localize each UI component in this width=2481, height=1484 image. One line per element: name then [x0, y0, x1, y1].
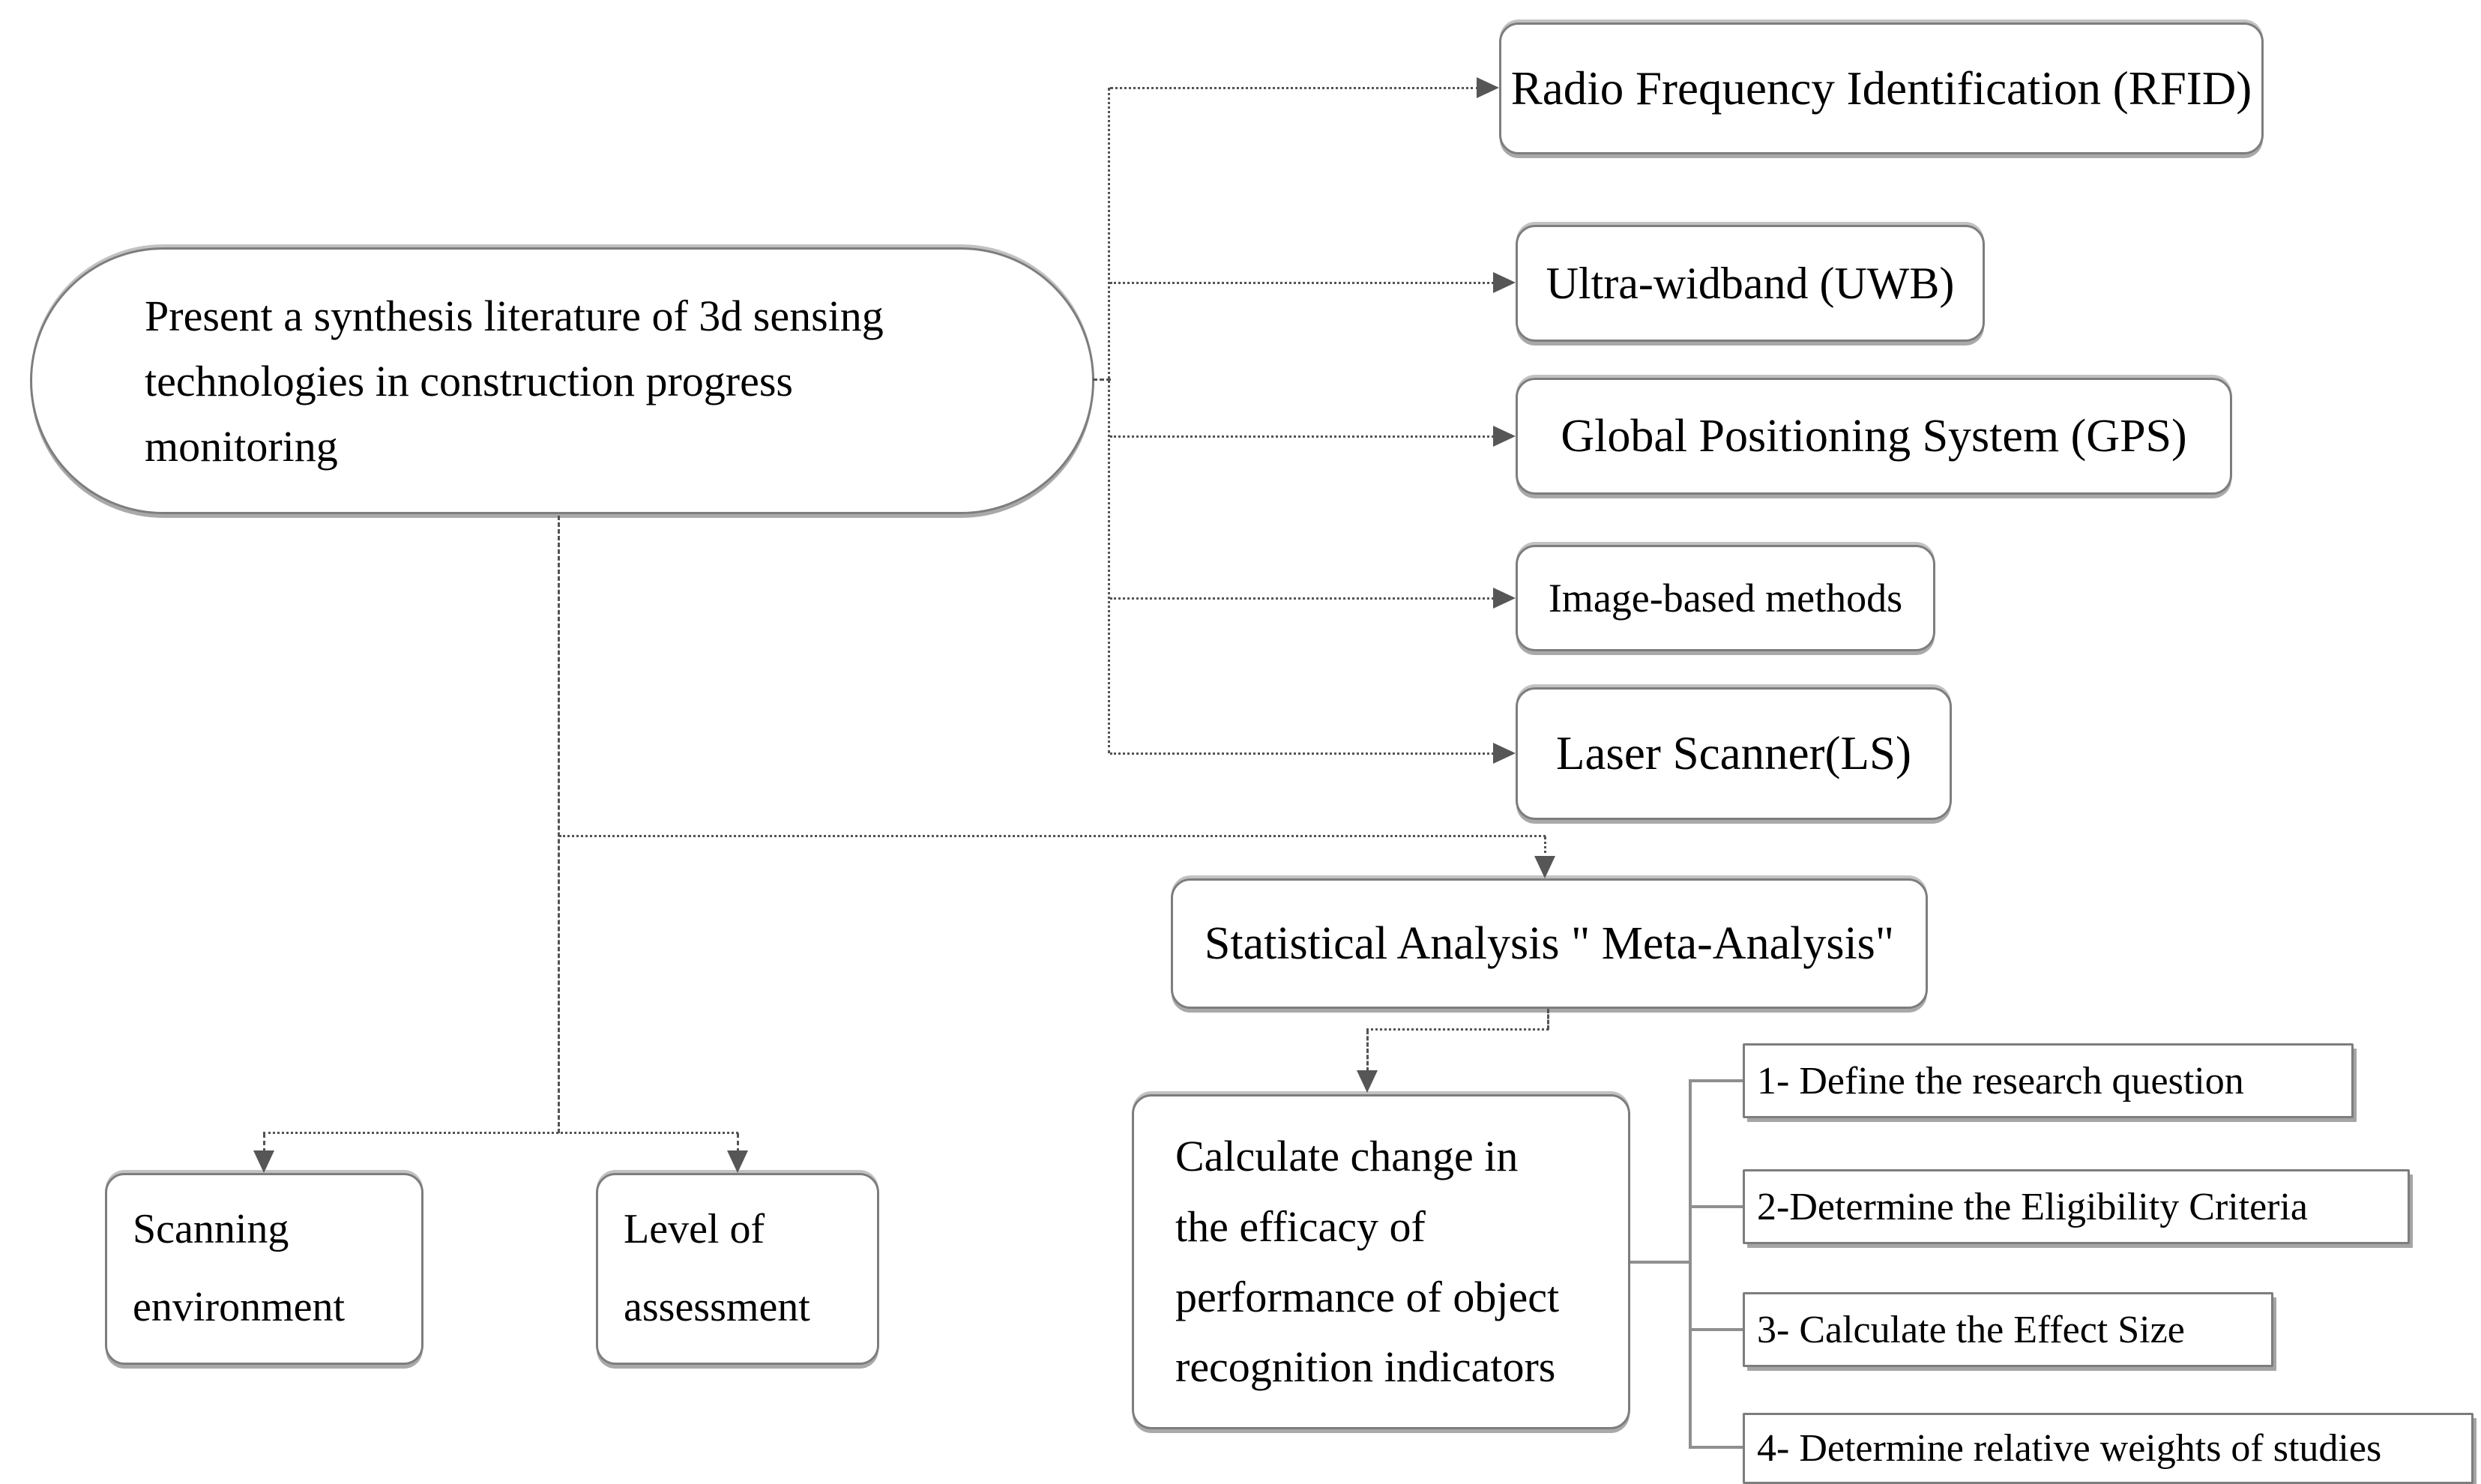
tech-box-uwb-label: Ultra-widband (UWB) [1546, 258, 1955, 308]
scanning-environment-line: Scanning [133, 1206, 289, 1253]
bracket-branch-step3 [1689, 1328, 1743, 1331]
connector-branch-image-based [1110, 597, 1494, 600]
level-of-assessment-line: assessment [624, 1284, 810, 1330]
connector-level-drop [737, 1133, 739, 1153]
meta-step-1: 1- Define the research question [1743, 1043, 2354, 1118]
tech-box-rfid: Radio Frequency Identification (RFID) [1499, 22, 2264, 154]
bracket-branch-step2 [1689, 1205, 1743, 1208]
connector-statistical-down [1547, 1009, 1549, 1030]
connector-root-down [558, 516, 560, 1133]
level-of-assessment-line: Level of [624, 1206, 765, 1253]
connector-branch-uwb [1110, 282, 1494, 284]
calculate-change-line: the efficacy of [1175, 1201, 1426, 1251]
scanning-environment-node: Scanning environment [105, 1173, 423, 1365]
bracket-stub-calculate [1630, 1261, 1690, 1264]
tech-box-rfid-label: Radio Frequency Identification (RFID) [1510, 61, 2252, 115]
calculate-change-line: performance of object [1175, 1272, 1560, 1321]
bracket-trunk [1689, 1079, 1692, 1449]
calculate-change-node: Calculate change in the efficacy of perf… [1132, 1094, 1630, 1429]
root-node-line: monitoring [145, 421, 338, 471]
tech-box-gps-label: Global Positioning System (GPS) [1561, 410, 2187, 462]
bracket-branch-step4 [1689, 1446, 1743, 1449]
tech-box-laser-scanner: Laser Scanner(LS) [1516, 687, 1952, 820]
meta-step-2: 2-Determine the Eligibility Criteria [1743, 1169, 2410, 1244]
arrowhead-calculate [1357, 1070, 1378, 1093]
arrowhead-image-based [1493, 588, 1516, 609]
connector-branch-laser [1110, 752, 1494, 755]
tech-box-uwb: Ultra-widband (UWB) [1516, 225, 1985, 342]
connector-branch-gps [1110, 435, 1494, 438]
arrowhead-scanning [253, 1150, 274, 1173]
statistical-analysis-label: Statistical Analysis " Meta-Analysis" [1204, 917, 1895, 969]
calculate-change-line: Calculate change in [1175, 1131, 1519, 1180]
connector-calculate-drop [1366, 1030, 1369, 1072]
statistical-analysis-node: Statistical Analysis " Meta-Analysis" [1171, 878, 1928, 1009]
bracket-branch-step1 [1689, 1079, 1743, 1082]
tech-box-gps: Global Positioning System (GPS) [1516, 378, 2232, 495]
tech-box-image-based-label: Image-based methods [1548, 576, 1903, 621]
arrowhead-rfid [1477, 77, 1499, 98]
arrowhead-level [727, 1150, 748, 1173]
connector-scanning-drop [263, 1133, 265, 1153]
arrowhead-laser [1493, 743, 1516, 764]
arrowhead-statistical [1534, 856, 1555, 878]
root-node-line: Present a synthesis literature of 3d sen… [145, 291, 884, 340]
connector-root-to-trunk [1093, 378, 1111, 381]
meta-step-4-label: 4- Determine relative weights of studies [1757, 1427, 2382, 1470]
connector-tech-trunk [1108, 88, 1110, 753]
meta-step-3-label: 3- Calculate the Effect Size [1757, 1308, 2185, 1351]
connector-statistical-left [1366, 1028, 1549, 1031]
connector-to-statistical-drop [1544, 836, 1546, 859]
scanning-environment-line: environment [133, 1284, 346, 1330]
calculate-change-line: recognition indicators [1175, 1342, 1556, 1392]
tech-box-laser-scanner-label: Laser Scanner(LS) [1555, 727, 1912, 779]
meta-step-2-label: 2-Determine the Eligibility Criteria [1757, 1185, 2309, 1228]
connector-to-statistical [559, 835, 1546, 837]
connector-dimensions-split [263, 1132, 738, 1134]
arrowhead-gps [1493, 426, 1516, 447]
root-node-line: technologies in construction progress [145, 356, 793, 405]
arrowhead-uwb [1493, 272, 1516, 293]
level-of-assessment-node: Level of assessment [596, 1173, 879, 1365]
meta-step-3: 3- Calculate the Effect Size [1743, 1292, 2273, 1367]
tech-box-image-based: Image-based methods [1516, 545, 1935, 651]
connector-branch-rfid [1110, 87, 1479, 89]
meta-step-1-label: 1- Define the research question [1757, 1059, 2244, 1103]
root-node: Present a synthesis literature of 3d sen… [30, 247, 1094, 514]
meta-step-4: 4- Determine relative weights of studies [1743, 1413, 2474, 1484]
